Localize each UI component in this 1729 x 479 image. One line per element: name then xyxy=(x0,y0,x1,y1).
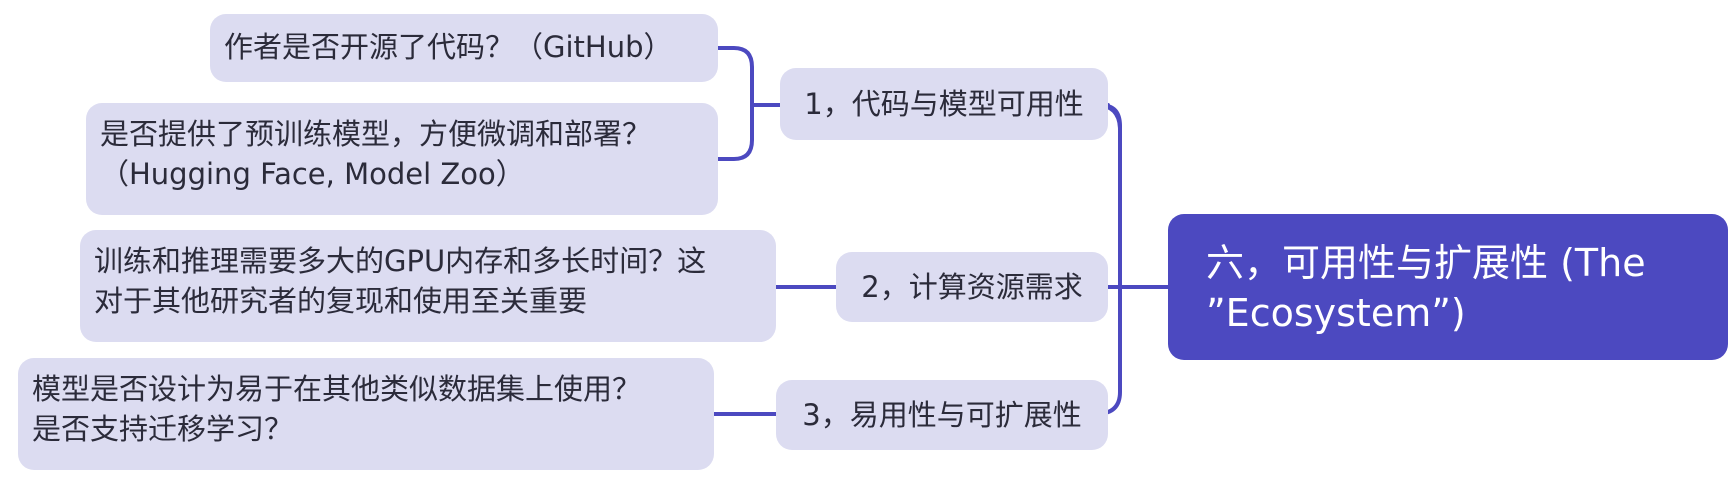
leaf-node-2-1[interactable]: 训练和推理需要多大的GPU内存和多长时间？这 对于其他研究者的复现和使用至关重要 xyxy=(80,230,776,342)
leaf-1-1-line-1: 作者是否开源了代码？（GitHub） xyxy=(224,30,673,64)
root-title-line-1: 六，可用性与扩展性 (The xyxy=(1206,241,1646,285)
leaf-node-3-1[interactable]: 模型是否设计为易于在其他类似数据集上使用？ 是否支持迁移学习？ xyxy=(18,358,714,470)
branch-node-1[interactable]: 1，代码与模型可用性 xyxy=(780,68,1108,140)
branch-2-label: 2，计算资源需求 xyxy=(861,270,1083,304)
branch-node-2[interactable]: 2，计算资源需求 xyxy=(836,252,1108,322)
leaf-node-1-1[interactable]: 作者是否开源了代码？（GitHub） xyxy=(210,14,718,82)
leaf-3-1-line-1: 模型是否设计为易于在其他类似数据集上使用？ xyxy=(32,372,642,406)
branch-node-3[interactable]: 3，易用性与可扩展性 xyxy=(776,380,1108,450)
branch-1-label: 1，代码与模型可用性 xyxy=(804,87,1084,121)
leaf-2-1-line-1: 训练和推理需要多大的GPU内存和多长时间？这 xyxy=(94,244,707,278)
root-node[interactable]: 六，可用性与扩展性 (The ”Ecosystem”) xyxy=(1168,214,1728,360)
root-title-line-2: ”Ecosystem”) xyxy=(1206,291,1466,335)
leaf-1-1-connector xyxy=(716,46,754,107)
leaf-1-2-line-1: 是否提供了预训练模型，方便微调和部署？ xyxy=(100,117,652,151)
leaf-2-1-line-2: 对于其他研究者的复现和使用至关重要 xyxy=(94,284,588,318)
branch-3-label: 3，易用性与可扩展性 xyxy=(802,398,1082,432)
leaf-3-1-line-2: 是否支持迁移学习？ xyxy=(32,412,294,446)
leaf-node-1-2[interactable]: 是否提供了预训练模型，方便微调和部署？ （Hugging Face, Model… xyxy=(86,103,718,215)
leaf-1-2-connector xyxy=(716,103,754,161)
leaf-1-2-line-2: （Hugging Face, Model Zoo） xyxy=(100,157,525,191)
